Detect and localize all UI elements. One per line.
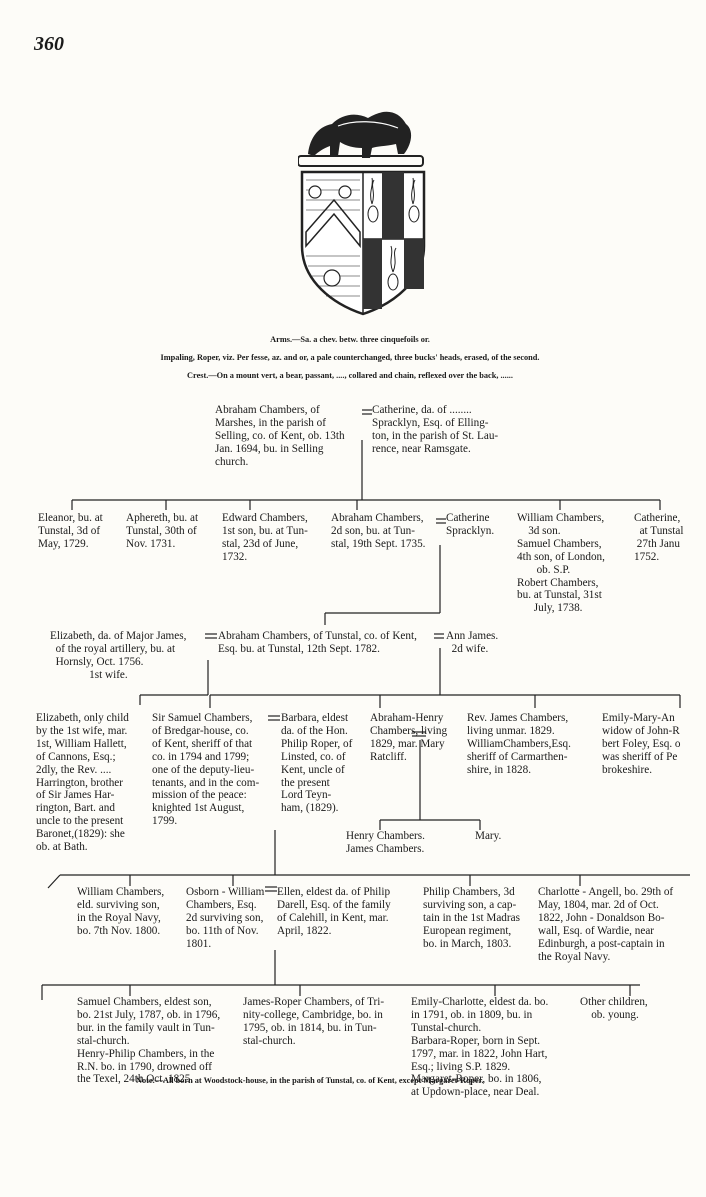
gen5-philip: Philip Chambers, 3d surviving son, a cap… bbox=[423, 886, 520, 950]
gen5-ellen: Ellen, eldest da. of Philip Darell, Esq.… bbox=[277, 886, 391, 937]
gen4-children-left: Henry Chambers. James Chambers. bbox=[346, 830, 425, 855]
gen5-charlotte-angell: Charlotte - Angell, bo. 29th of May, 180… bbox=[538, 886, 674, 963]
gen2-abraham: Abraham Chambers, 2d son, bu. at Tun- st… bbox=[331, 512, 426, 550]
gen3-abraham: Abraham Chambers, of Tunstal, co. of Ken… bbox=[218, 630, 417, 655]
gen3-first-wife: Elizabeth, da. of Major James, of the ro… bbox=[50, 630, 187, 681]
arms-description: Arms.—Sa. a chev. betw. three cinquefoil… bbox=[270, 335, 430, 344]
gen4-barbara: Barbara, eldest da. of the Hon. Philip R… bbox=[281, 712, 353, 815]
gen2-catherine-spracklyn: Catherine Spracklyn. bbox=[446, 512, 495, 537]
gen4-rev-james: Rev. James Chambers, living unmar. 1829.… bbox=[467, 712, 571, 776]
gen1-husband: Abraham Chambers, of Marshes, in the par… bbox=[215, 404, 345, 468]
gen5-osborn-william: Osborn - William Chambers, Esq. 2d survi… bbox=[186, 886, 265, 950]
gen2-edward: Edward Chambers, 1st son, bu. at Tun- st… bbox=[222, 512, 308, 563]
footnote: Note.—All born at Woodstock-house, in th… bbox=[136, 1076, 484, 1085]
page-number: 360 bbox=[34, 33, 64, 55]
coat-of-arms-illustration bbox=[298, 111, 426, 316]
gen6-daughters: Emily-Charlotte, eldest da. bo. in 1791,… bbox=[411, 996, 549, 1099]
bear-crest-icon bbox=[298, 111, 424, 167]
gen6-samuel-henry-philip: Samuel Chambers, eldest son, bo. 21st Ju… bbox=[77, 996, 221, 1086]
gen4-elizabeth: Elizabeth, only child by the 1st wife, m… bbox=[36, 712, 129, 854]
gen5-william: William Chambers, eld. surviving son, in… bbox=[77, 886, 165, 937]
impaling-description: Impaling, Roper, viz. Per fesse, az. and… bbox=[160, 353, 540, 362]
gen4-emily-mary: Emily-Mary-An widow of John-R bert Foley… bbox=[602, 712, 681, 776]
gen1-wife: Catherine, da. of ........ Spracklyn, Es… bbox=[372, 404, 499, 455]
gen4-children-right: Mary. bbox=[475, 830, 502, 842]
gen2-eleanor: Eleanor, bu. at Tunstal, 3d of May, 1729… bbox=[38, 512, 103, 550]
gen6-james-roper: James-Roper Chambers, of Tri- nity-colle… bbox=[243, 996, 385, 1047]
gen2-aphereth: Aphereth, bu. at Tunstal, 30th of Nov. 1… bbox=[126, 512, 199, 550]
cinquefoil-icon bbox=[308, 185, 352, 287]
gen4-sir-samuel: Sir Samuel Chambers, of Bredgar-house, c… bbox=[152, 712, 260, 828]
gen6-other-children: Other children, ob. young. bbox=[580, 996, 648, 1021]
gen4-abraham-henry: Abraham-Henry Chambers, living 1829, mar… bbox=[370, 712, 448, 763]
crest-description: Crest.—On a mount vert, a bear, passant,… bbox=[187, 371, 513, 380]
gen3-second-wife: Ann James. 2d wife. bbox=[446, 630, 499, 655]
buck-head-icon bbox=[367, 177, 420, 291]
gen2-william-samuel-robert: William Chambers, 3d son. Samuel Chamber… bbox=[517, 512, 605, 615]
gen2-catherine: Catherine, at Tunstal 27th Janu 1752. bbox=[634, 512, 684, 563]
